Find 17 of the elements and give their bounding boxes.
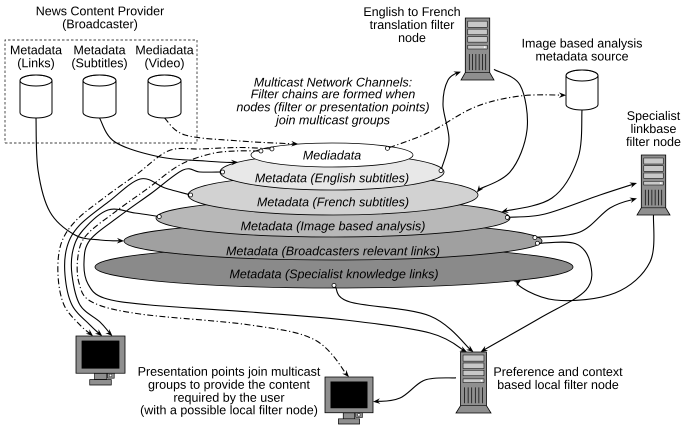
group-heading: News Content Provider (Broadcaster) [36, 6, 164, 31]
database-label: Mediadata (Video) [136, 45, 194, 70]
monitor-icon [324, 376, 374, 424]
monitor-icon [76, 336, 126, 386]
arrow [57, 146, 270, 336]
note-text: Filter chains are formed when nodes (filter or presentation points) join multicast groups [236, 89, 429, 127]
arrow [64, 178, 189, 336]
arrow [514, 214, 654, 302]
server-label: English to French translation filter node [364, 6, 460, 42]
note-text: (with a possible local filter node) [140, 405, 318, 417]
note-text: Presentation points join multicast groups to provide the content required by the user [138, 366, 320, 404]
database-label: Image based analysis metadata source [522, 38, 642, 61]
database-label: Metadata (Links) [10, 45, 62, 70]
server-label: Preference and context based local filter node [494, 366, 623, 390]
database-label: Metadata (Subtitles) [72, 45, 127, 70]
server-label: Specialist linkbase filter node [626, 110, 680, 146]
note-heading: Multicast Network Channels: [254, 77, 412, 87]
